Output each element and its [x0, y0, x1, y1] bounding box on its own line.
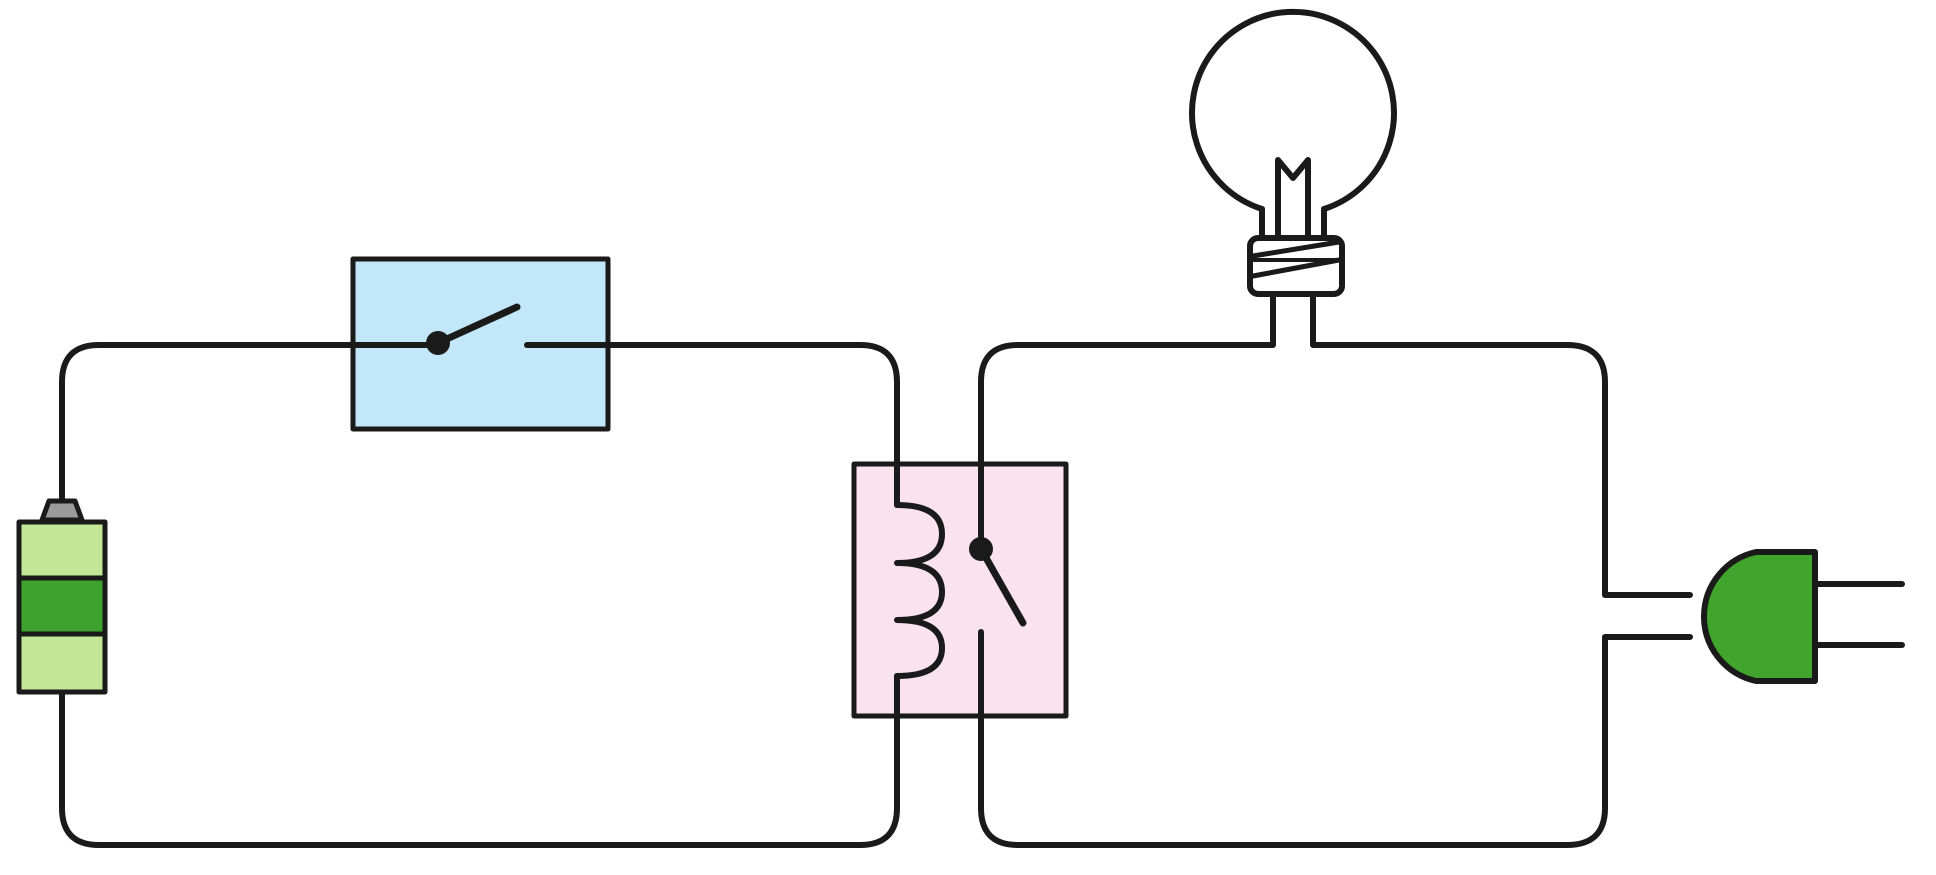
- switch-pivot: [426, 331, 450, 355]
- relay-coil: [894, 502, 945, 679]
- relay-contact-arm: [977, 545, 1027, 627]
- relay-contact-pivot: [969, 537, 993, 561]
- wire-bulb-to-plug: [1310, 291, 1693, 598]
- battery-cell-bottom: [16, 631, 108, 695]
- light-bulb-icon: [1189, 8, 1397, 297]
- battery-terminal: [39, 498, 85, 523]
- bulb-glass: [1189, 8, 1397, 241]
- plug-body: [1701, 549, 1818, 684]
- bulb-base-thread-1: [1250, 239, 1342, 259]
- wire-battery-to-switch: [59, 342, 356, 503]
- battery-cell-top: [16, 519, 108, 581]
- load-circuit-wires: [978, 291, 1693, 848]
- wire-relay-to-battery: [59, 689, 900, 848]
- bulb-filament-support: [1275, 157, 1311, 241]
- switch-lever: [434, 303, 521, 347]
- relay-icon: [851, 461, 1069, 719]
- control-circuit-wires: [59, 342, 900, 848]
- wire-plug-to-relay: [978, 634, 1693, 848]
- relay-housing: [851, 461, 1069, 719]
- battery-icon: [16, 498, 108, 695]
- bulb-base-thread-2: [1250, 257, 1342, 279]
- battery-cell-middle: [16, 575, 108, 637]
- wire-relay-to-bulb: [978, 291, 1276, 467]
- wire-switch-to-relay: [605, 342, 900, 467]
- power-plug-icon: [1701, 549, 1905, 684]
- switch-icon: [350, 256, 611, 432]
